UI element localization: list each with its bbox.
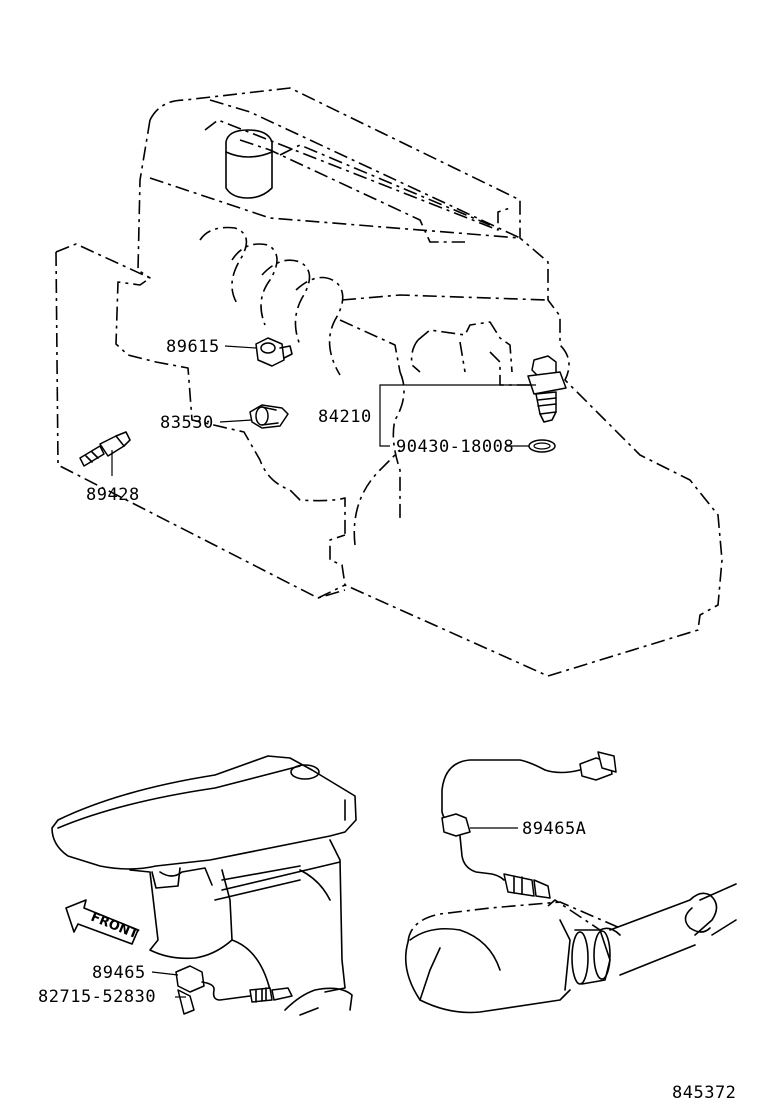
gasket-ring-90430 — [528, 439, 556, 453]
sensor-84210-shape — [527, 355, 567, 423]
part-label-89465A: 89465A — [522, 819, 586, 839]
sensor-89615-shape — [255, 337, 293, 367]
sensor-83530-shape — [249, 404, 289, 429]
oxygen-sensor-89465A-shape — [441, 751, 617, 899]
leader-lines-upper — [111, 345, 536, 476]
part-label-84210: 84210 — [318, 407, 372, 427]
part-label-90430-18008: 90430-18008 — [396, 437, 514, 457]
part-label-89465: 89465 — [92, 963, 146, 983]
leader-lines-lower-left — [151, 971, 186, 998]
part-label-89428: 89428 — [86, 485, 140, 505]
oxygen-sensor-89465-shape — [175, 965, 293, 1015]
part-label-83530: 83530 — [160, 413, 214, 433]
engine-block-drawing — [55, 87, 723, 677]
exhaust-manifold-left-drawing — [51, 755, 357, 1016]
sensor-89428-shape — [79, 431, 131, 467]
part-label-89615: 89615 — [166, 337, 220, 357]
front-arrow-icon — [65, 899, 139, 945]
catalytic-converter-drawing — [404, 883, 737, 1014]
drawing-number: 845372 — [672, 1083, 736, 1103]
part-label-82715-52830: 82715-52830 — [38, 987, 156, 1007]
